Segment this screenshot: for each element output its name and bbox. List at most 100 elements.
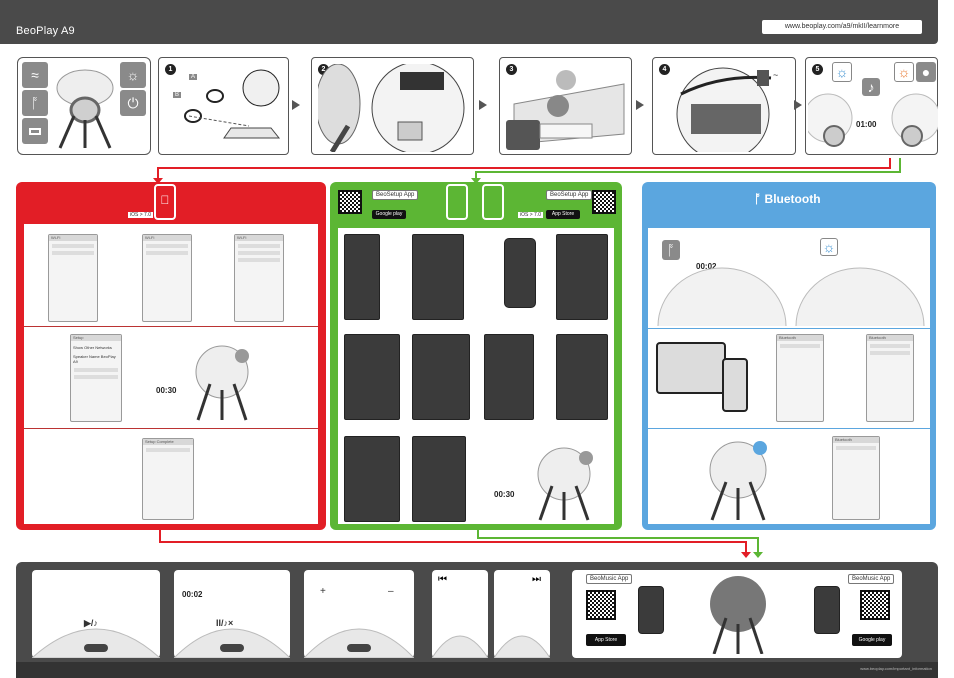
bluetooth-title: ᚩ Bluetooth bbox=[754, 192, 821, 206]
beosetup-timer: 00:30 bbox=[494, 490, 515, 499]
beomusic-left-label: BeoMusic App bbox=[586, 574, 633, 584]
power-icon: ⏻ bbox=[120, 90, 146, 116]
step-5-box: 5 ☼ ♪ ☼ ● 01:00 bbox=[805, 57, 938, 155]
step-label-b: B bbox=[173, 92, 182, 98]
beomusic-phone-right bbox=[814, 586, 840, 634]
bluetooth-panel: ᚩ Bluetooth ᚩ 00:02 ☼ Bluetooth Bluetoot… bbox=[642, 182, 936, 530]
next-track-card: ⏭ bbox=[494, 570, 550, 658]
phone-scan-qr bbox=[504, 238, 536, 308]
ios-screen-3: Wi-Fi bbox=[234, 234, 284, 322]
tv-cable-illustration bbox=[506, 70, 625, 150]
bluetooth-light-icon: ☼ bbox=[820, 238, 838, 256]
volume-card: + – bbox=[304, 570, 414, 658]
beomusic-card: BeoMusic App App Store BeoMusic App Goog… bbox=[572, 570, 902, 658]
bt-screen-1: Bluetooth bbox=[776, 334, 824, 422]
music-note-icon: ♪ bbox=[862, 78, 880, 96]
beomusic-right-label: BeoMusic App bbox=[848, 574, 895, 584]
qr-code-left[interactable] bbox=[338, 190, 362, 214]
bt-screen-2: Bluetooth bbox=[866, 334, 914, 422]
beosetup-screen bbox=[484, 334, 534, 420]
row-divider bbox=[24, 326, 318, 327]
speaker-illustration bbox=[710, 576, 766, 654]
beomusic-qr-right[interactable] bbox=[860, 590, 890, 620]
ios-speaker-press bbox=[195, 345, 249, 421]
beosetup-version: iOS > 7.0 bbox=[518, 212, 543, 218]
beosetup-screen bbox=[412, 334, 470, 420]
next-track-icon: ⏭ bbox=[532, 574, 541, 585]
beosetup-speaker-press bbox=[537, 447, 593, 521]
step-number: 5 bbox=[812, 64, 823, 75]
wifi-icon: ≈ bbox=[22, 62, 48, 88]
beosetup-screen bbox=[556, 334, 608, 420]
brightness-icon: ☼ bbox=[832, 62, 852, 82]
app-store-badge[interactable]: App Store bbox=[546, 210, 580, 219]
flow-arrow bbox=[292, 100, 300, 110]
ios-version: iOS > 7.0 bbox=[128, 212, 153, 218]
play-pause-card: ▶/♪ bbox=[32, 570, 160, 658]
step-number: 1 bbox=[165, 64, 176, 75]
step-number: 3 bbox=[506, 64, 517, 75]
speakers-illustration bbox=[808, 93, 938, 147]
beomusic-qr-left[interactable] bbox=[586, 590, 616, 620]
ios-screen-2: Wi-Fi bbox=[142, 234, 192, 322]
phone-device bbox=[722, 358, 748, 412]
step-number: 4 bbox=[659, 64, 670, 75]
step-label-a: A bbox=[189, 74, 198, 80]
learn-more-url[interactable]: www.beoplay.com/a9/mkII/learnmore bbox=[762, 20, 922, 34]
beosetup-screen bbox=[344, 436, 400, 522]
bluetooth-logo-icon: ᚩ bbox=[754, 192, 765, 206]
bottom-connector-lines bbox=[159, 528, 763, 558]
step-number: 2 bbox=[318, 64, 329, 75]
volume-minus: – bbox=[388, 586, 394, 597]
hold-timer: 00:02 bbox=[182, 590, 203, 599]
brightness-icon: ☼ bbox=[120, 62, 146, 88]
ethernet-icon bbox=[22, 118, 48, 144]
beomusic-phone-left bbox=[638, 586, 664, 634]
ios-panel:  iOS > 7.0 Wi-Fi Wi-Fi Wi-Fi Setup Show… bbox=[16, 182, 326, 530]
speaker-illustration bbox=[54, 64, 116, 150]
flow-arrow bbox=[479, 100, 487, 110]
footer-bar bbox=[16, 662, 938, 678]
step-4-box: 4 ~ bbox=[652, 57, 796, 155]
mounting-illustration bbox=[184, 69, 281, 139]
beosetup-screen bbox=[556, 234, 608, 320]
bluetooth-speakers-top bbox=[657, 267, 925, 326]
connector-lines bbox=[153, 158, 901, 184]
bt-screen-3: Bluetooth bbox=[832, 436, 880, 520]
flow-arrow bbox=[636, 100, 644, 110]
page-title: BeoPlay A9 bbox=[16, 25, 75, 37]
beomusic-app-store[interactable]: App Store bbox=[586, 634, 626, 646]
android-phone-icon bbox=[446, 184, 468, 220]
dot-button-icon: ● bbox=[916, 62, 936, 82]
ios-screen-1: Wi-Fi bbox=[48, 234, 98, 322]
beosetup-screen bbox=[344, 334, 400, 420]
previous-track-icon: ⏮ bbox=[438, 574, 447, 585]
beosetup-screen bbox=[344, 234, 380, 320]
speaker-back-illustration bbox=[318, 64, 465, 152]
apple-phone-icon:  bbox=[154, 184, 176, 220]
ac-symbol: ~ bbox=[773, 70, 779, 80]
beomusic-google-play[interactable]: Google play bbox=[852, 634, 892, 646]
bluetooth-row-divider bbox=[648, 428, 930, 429]
speaker-overview: ≈ ᚩ ☼ ⏻ bbox=[17, 57, 151, 155]
bluetooth-speaker-press bbox=[709, 441, 767, 521]
step-2-box: 2 bbox=[311, 57, 474, 155]
bluetooth-timer: 00:02 bbox=[696, 262, 717, 271]
row-divider bbox=[24, 428, 318, 429]
bluetooth-icon: ᚩ bbox=[22, 90, 48, 116]
google-play-badge[interactable]: Google play bbox=[372, 210, 406, 219]
ios-screen-complete: Setup Complete bbox=[142, 438, 194, 520]
pause-mute-card: 00:02 II/♪× bbox=[174, 570, 290, 658]
step-1-box: 1 A B bbox=[158, 57, 289, 155]
left-app-label: BeoSetup App bbox=[372, 190, 419, 200]
qr-code-right[interactable] bbox=[592, 190, 616, 214]
play-volume-icon: ▶/♪ bbox=[84, 618, 98, 628]
volume-plus: + bbox=[320, 586, 326, 597]
tablet-device bbox=[656, 342, 726, 394]
bluetooth-row-divider bbox=[648, 328, 930, 329]
step5-timer: 01:00 bbox=[856, 120, 877, 129]
beosetup-screen bbox=[412, 436, 466, 522]
beosetup-screen bbox=[412, 234, 464, 320]
right-app-label: BeoSetup App bbox=[546, 190, 593, 200]
footer-url[interactable]: www.beoplay.com/important_information bbox=[860, 666, 932, 671]
